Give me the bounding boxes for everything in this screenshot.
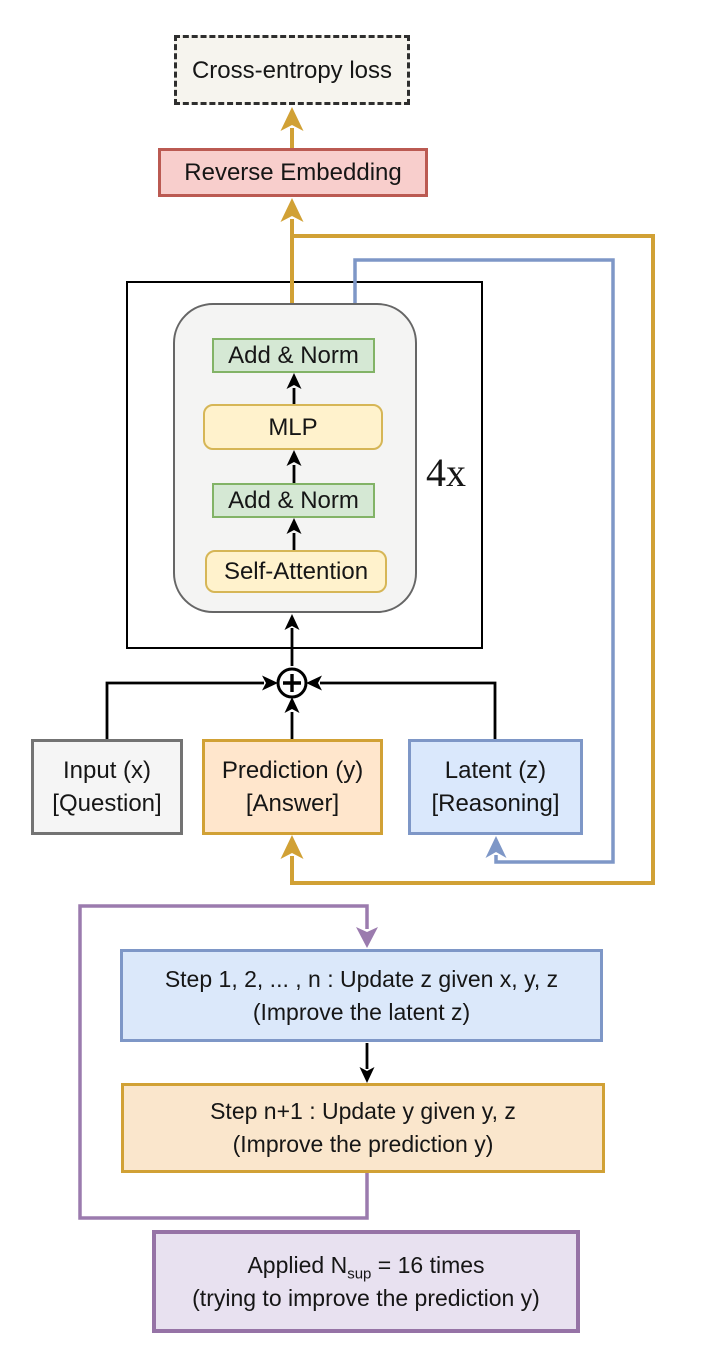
applied-nsup-subscript: sup (347, 1265, 372, 1283)
mlp-label: MLP (268, 413, 318, 441)
latent-z-box: Latent (z) [Reasoning] (408, 739, 583, 835)
latent-z-line1: Latent (z) (444, 757, 547, 784)
update-z-line1: Step 1, 2, ... , n : Update z given x, y… (164, 965, 559, 992)
self-attention-box: Self-Attention (205, 550, 387, 593)
mlp-box: MLP (203, 404, 383, 450)
repeat-4x-text: 4x (426, 449, 466, 495)
update-z-line2: (Improve the latent z) (252, 998, 471, 1025)
cross-entropy-loss-label: Cross-entropy loss (191, 56, 393, 84)
recursion-loop-arrowhead (356, 927, 378, 948)
applied-nsup-suffix: = 16 times (371, 1251, 485, 1278)
latent-feedback-arrowhead (485, 836, 507, 858)
add-norm-bottom-label: Add & Norm (228, 487, 359, 514)
update-y-step-box: Step n+1 : Update y given y, z (Improve … (121, 1083, 605, 1173)
input-to-sum-arrowhead (262, 675, 278, 691)
prediction-feedback-arrowhead (280, 835, 304, 859)
prediction-feedback-line (290, 234, 655, 885)
add-norm-bottom-box: Add & Norm (212, 483, 375, 518)
applied-nsup-prefix: Applied N (247, 1251, 348, 1278)
prediction-y-line1: Prediction (y) (221, 757, 364, 784)
update-z-step-box: Step 1, 2, ... , n : Update z given x, y… (120, 949, 603, 1042)
selfattn-to-addnorm-arrowhead (286, 518, 302, 534)
input-x-box: Input (x) [Question] (31, 739, 183, 835)
sum-to-transformer-arrowhead (284, 614, 300, 630)
input-to-sum-line (105, 681, 264, 739)
latent-z-line2: [Reasoning] (431, 790, 560, 817)
loss-arrowhead (280, 107, 304, 131)
add-norm-top-label: Add & Norm (228, 342, 359, 369)
prediction-y-line2: [Answer] (245, 790, 340, 817)
stepz-to-stepy-arrowhead (359, 1067, 375, 1083)
applied-nsup-box: Applied Nsup = 16 times (trying to impro… (152, 1230, 580, 1333)
repeat-4x-label: 4x (414, 450, 478, 494)
cross-entropy-loss-box: Cross-entropy loss (174, 35, 410, 105)
latent-to-sum-line (320, 681, 497, 739)
applied-nsup-line1: Applied Nsup = 16 times (247, 1249, 484, 1282)
add-norm-top-box: Add & Norm (212, 338, 375, 373)
prediction-y-box: Prediction (y) [Answer] (202, 739, 383, 835)
update-y-line1: Step n+1 : Update y given y, z (210, 1098, 516, 1124)
input-x-line2: [Question] (52, 790, 162, 817)
input-x-line1: Input (x) (62, 757, 152, 784)
self-attention-label: Self-Attention (223, 558, 369, 585)
mlp-to-addnorm-arrowhead (286, 373, 302, 389)
sum-icon (276, 667, 308, 699)
update-y-line2: (Improve the prediction y) (232, 1131, 494, 1157)
latent-to-sum-arrowhead (306, 675, 322, 691)
reverse-embedding-label: Reverse Embedding (184, 159, 402, 186)
prediction-to-sum-arrowhead (284, 697, 300, 713)
applied-nsup-line2: (trying to improve the prediction y) (192, 1284, 540, 1311)
addnorm-to-mlp-arrowhead (286, 450, 302, 466)
recursion-loop-line (78, 904, 369, 1220)
reverse-embedding-box: Reverse Embedding (158, 148, 428, 197)
latent-feedback-line (353, 258, 615, 864)
embedding-arrowhead (280, 198, 304, 222)
